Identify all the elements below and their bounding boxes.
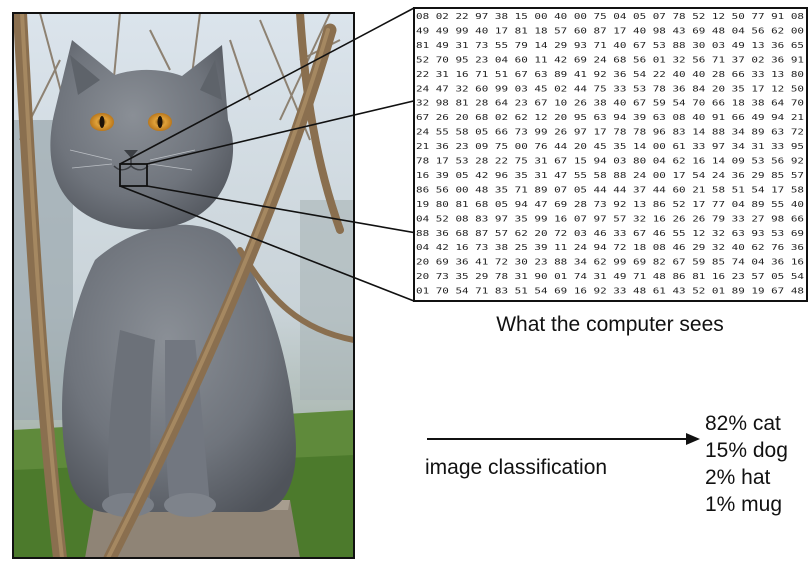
- pixel-grid-row: 22 31 16 71 51 67 63 89 41 92 36 54 22 4…: [416, 70, 805, 79]
- pixel-grid-row: 32 98 81 28 64 23 67 10 26 38 40 67 59 5…: [416, 99, 805, 108]
- prediction-hat: 2% hat: [705, 466, 771, 489]
- prediction-dog: 15% dog: [705, 439, 788, 462]
- pixel-grid-row: 81 49 31 73 55 79 14 29 93 71 40 67 53 8…: [416, 41, 804, 50]
- arrow-label: image classification: [425, 456, 608, 479]
- pixel-grid-row: 88 36 68 87 57 62 20 72 03 46 33 67 46 5…: [416, 229, 805, 238]
- pixel-grid-row: 04 42 16 73 38 25 39 11 24 94 72 18 08 4…: [416, 243, 805, 252]
- pixel-grid-row: 49 49 99 40 17 81 18 57 60 87 17 40 98 4…: [416, 27, 805, 36]
- zoom-region-box: [119, 163, 148, 187]
- pixel-grid-panel: 08 02 22 97 38 15 00 40 00 75 04 05 07 7…: [413, 7, 808, 302]
- pixel-grid-row: 24 47 32 60 99 03 45 02 44 75 33 53 78 3…: [416, 84, 805, 93]
- pixel-grid-row: 52 70 95 23 04 60 11 42 69 24 68 56 01 3…: [416, 55, 805, 64]
- pixel-grid-row: 86 56 00 48 35 71 89 07 05 44 44 37 44 6…: [416, 185, 805, 194]
- pixel-grid-row: 24 55 58 05 66 73 99 26 97 17 78 78 96 8…: [416, 128, 804, 137]
- pixel-grid-row: 21 36 23 09 75 00 76 44 20 45 35 14 00 6…: [416, 142, 804, 151]
- computer-view-caption: What the computer sees: [496, 313, 724, 336]
- pixel-grid-row: 01 70 54 71 83 51 54 69 16 92 33 48 61 4…: [416, 287, 805, 296]
- prediction-list: 82% cat 15% dog 2% hat 1% mug: [705, 410, 788, 518]
- pixel-grid-row: 67 26 20 68 02 62 12 20 95 63 94 39 63 0…: [416, 113, 805, 122]
- pixel-grid-row: 78 17 53 28 22 75 31 67 15 94 03 80 04 6…: [416, 157, 804, 166]
- cat-photo: [13, 13, 354, 558]
- pixel-grid-row: 20 73 35 29 78 31 90 01 74 31 49 71 48 8…: [416, 272, 805, 281]
- prediction-cat: 82% cat: [705, 412, 781, 435]
- pixel-grid-row: 16 39 05 42 96 35 31 47 55 58 88 24 00 1…: [416, 171, 804, 180]
- classification-arrow: [427, 433, 700, 445]
- pixel-grid-row: 19 80 81 68 05 94 47 69 28 73 92 13 86 5…: [416, 200, 805, 209]
- pixel-grid-row: 20 69 36 41 72 30 23 88 34 62 99 69 82 6…: [416, 258, 805, 267]
- pixel-grid-row: 04 52 08 83 97 35 99 16 07 97 57 32 16 2…: [416, 214, 805, 223]
- pixel-grid-row: 08 02 22 97 38 15 00 40 00 75 04 05 07 7…: [416, 12, 805, 21]
- prediction-mug: 1% mug: [705, 493, 783, 516]
